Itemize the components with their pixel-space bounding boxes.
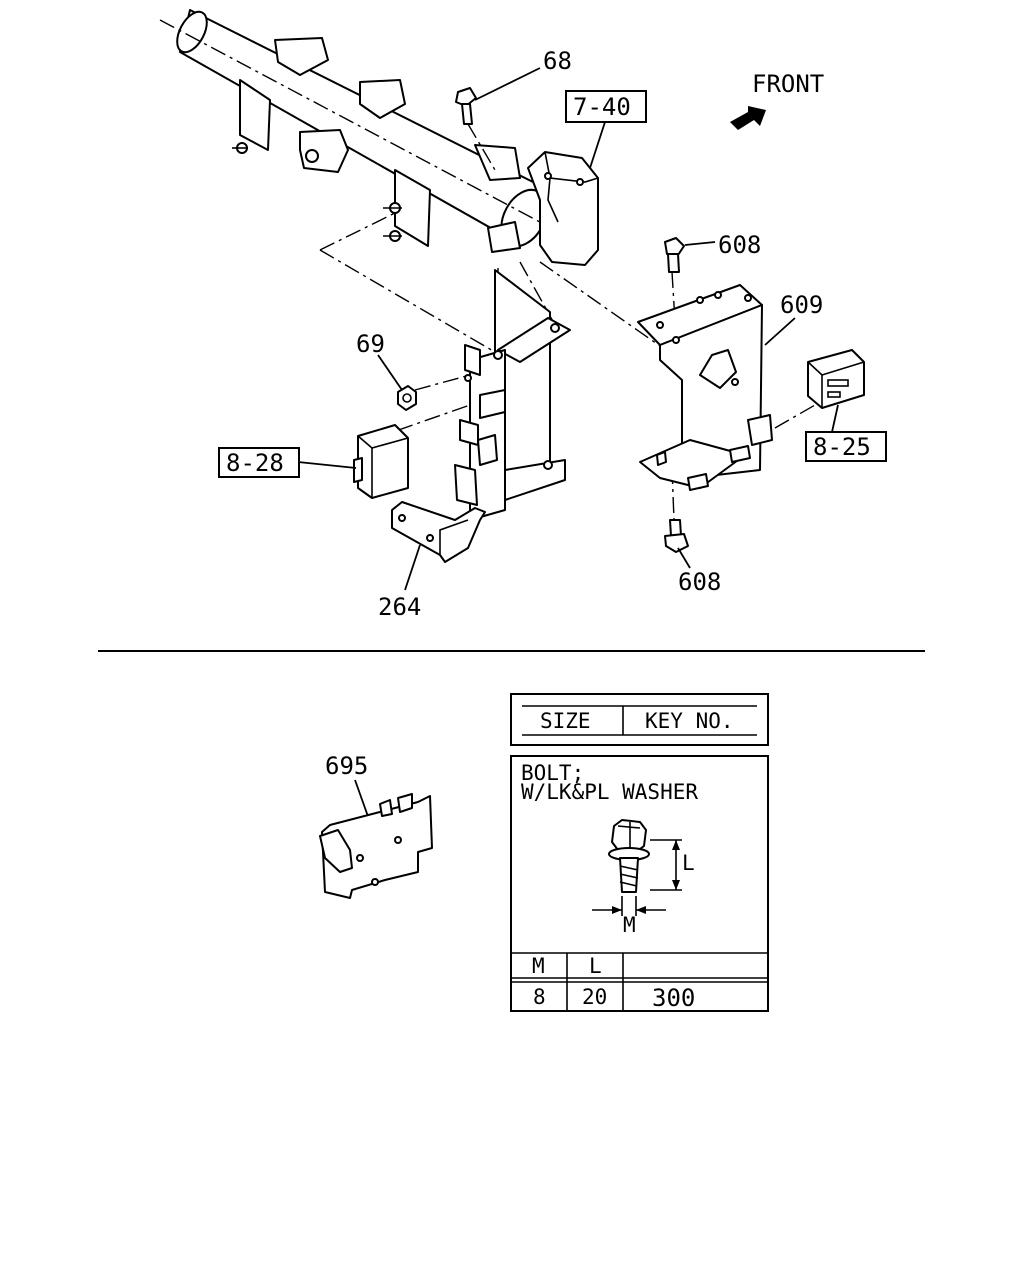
ref-box-7-40-frame bbox=[565, 90, 647, 123]
bracket-695 bbox=[319, 793, 433, 899]
bolt-description-line1: BOLT; bbox=[521, 761, 584, 785]
bolt-68 bbox=[455, 87, 496, 171]
size-header: SIZE bbox=[540, 709, 591, 733]
callout-609: 609 bbox=[780, 291, 823, 319]
bolt-illustration bbox=[592, 819, 682, 916]
housing-7-40 bbox=[487, 151, 599, 266]
row-m-value: 8 bbox=[533, 985, 546, 1009]
size-table-body-frame bbox=[510, 755, 769, 1012]
callout-264: 264 bbox=[378, 593, 421, 621]
col-l-header: L bbox=[589, 954, 602, 978]
callout-608-bottom: 608 bbox=[678, 568, 721, 596]
left-mounting-bracket bbox=[454, 269, 571, 521]
tube-brackets bbox=[232, 37, 521, 247]
bolt-608-top bbox=[664, 237, 685, 273]
front-arrow bbox=[730, 106, 766, 130]
studs bbox=[687, 445, 751, 491]
callout-68: 68 bbox=[543, 47, 572, 75]
callout-695: 695 bbox=[325, 752, 368, 780]
size-key-table: SIZE KEY NO. BOLT; W/LK&PL WASHER L M bbox=[510, 693, 769, 1012]
ref-box-7-40: 7-40 bbox=[573, 93, 631, 121]
module-8-25 bbox=[807, 349, 865, 409]
dim-m-label: M bbox=[623, 913, 636, 937]
row-key-no-value: 300 bbox=[652, 984, 695, 1012]
row-l-value: 20 bbox=[582, 985, 607, 1009]
ref-box-8-25-frame bbox=[805, 431, 887, 462]
nut-69 bbox=[397, 385, 417, 411]
ref-box-8-28-frame bbox=[218, 447, 300, 478]
bolt-608-bottom bbox=[664, 519, 689, 553]
key-no-header: KEY NO. bbox=[645, 709, 734, 733]
front-label: FRONT bbox=[752, 70, 824, 98]
cross-member-tube bbox=[159, 9, 556, 248]
ref-box-8-28: 8-28 bbox=[226, 449, 284, 477]
module-8-28 bbox=[353, 424, 409, 499]
bolt-description-line2: W/LK&PL WASHER bbox=[521, 780, 698, 804]
callout-608-top: 608 bbox=[718, 231, 761, 259]
dim-l-label: L bbox=[682, 851, 695, 875]
bracket-264 bbox=[391, 501, 486, 563]
ref-box-8-25: 8-25 bbox=[813, 433, 871, 461]
size-table-header-frame bbox=[510, 693, 769, 746]
bracket-609 bbox=[637, 284, 773, 489]
callout-69: 69 bbox=[356, 330, 385, 358]
col-m-header: M bbox=[532, 954, 545, 978]
